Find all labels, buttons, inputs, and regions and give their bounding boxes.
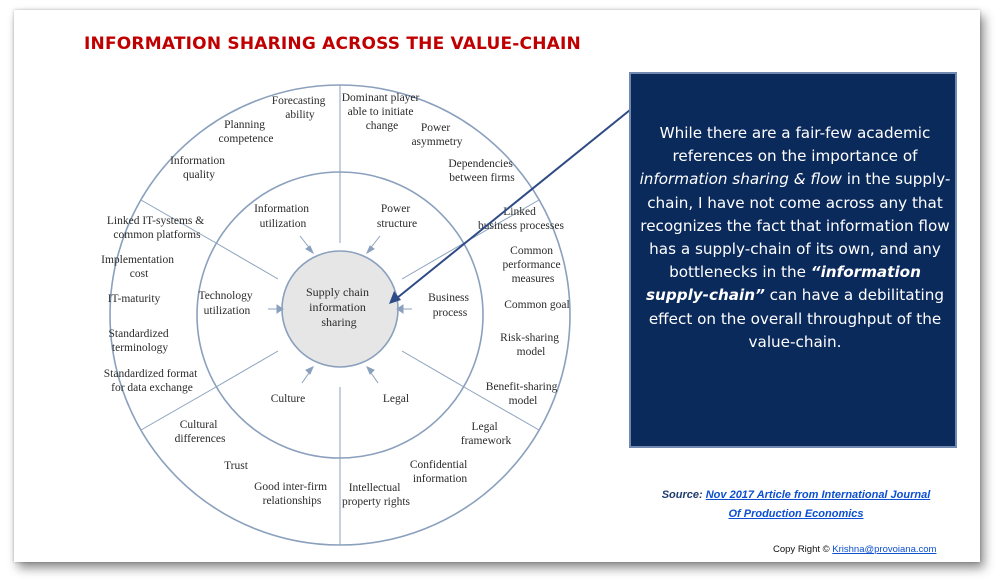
label-dependencies-between-firms: Dependencies between firms — [448, 158, 515, 184]
arrow-from-technology-utilization — [268, 304, 284, 314]
arrow-from-business-process — [396, 304, 412, 314]
pointer-arrow — [389, 109, 631, 304]
source-label: Source: — [661, 489, 703, 501]
divider-upper-right — [463, 199, 540, 244]
callout-box: While there are a fair-few academic refe… — [629, 72, 957, 448]
spoke-lower-right — [401, 350, 465, 388]
arrow-from-culture — [301, 366, 314, 384]
callout-part-2: in the supply-chain, I have not come acr… — [640, 170, 951, 282]
label-legal: Legal — [383, 393, 409, 405]
label-it-maturity: IT-maturity — [108, 293, 161, 305]
label-technology-utilization: Technology utilization — [198, 290, 255, 317]
copyright-email-link[interactable]: Krishna@provoiana.com — [832, 544, 937, 555]
arrow-from-power-structure — [365, 235, 381, 255]
label-cultural-differences: Cultural differences — [175, 419, 226, 445]
label-linked-it-systems: Linked IT-systems & common platforms — [107, 215, 207, 241]
label-power-structure: Power structure — [377, 203, 417, 230]
callout-strong: “information supply-chain” — [645, 263, 921, 305]
callout-emphasis: information sharing & flow — [639, 170, 842, 189]
label-benefit-sharing-model: Benefit-sharing model — [486, 381, 560, 407]
divider-upper-left — [140, 199, 217, 244]
slide-title: INFORMATION SHARING ACROSS THE VALUE-CHA… — [84, 34, 581, 54]
copyright-notice: Copy Right © Krishna@provoiana.com — [773, 544, 936, 555]
arrow-from-information-utilization — [299, 235, 315, 255]
callout-part-1: While there are a fair-few academic refe… — [659, 124, 931, 166]
label-standardized-terminology: Standardized terminology — [109, 328, 172, 354]
label-good-interfirm-relationships: Good inter-firm relationships — [254, 481, 330, 507]
label-forecasting-ability: Forecasting ability — [272, 95, 329, 121]
label-information-utilization: Information utilization — [254, 203, 312, 230]
label-common-performance-measures: Common performance measures — [503, 245, 564, 285]
label-trust: Trust — [224, 460, 249, 472]
divider-lower-left — [140, 386, 217, 431]
label-business-process: Business process — [428, 292, 472, 319]
label-linked-business-processes: Linked business processes — [478, 206, 564, 232]
spoke-upper-left — [215, 242, 279, 280]
callout-text: While there are a fair-few academic refe… — [631, 122, 959, 354]
label-standardized-format: Standardized format for data exchange — [104, 368, 200, 394]
label-risk-sharing-model: Risk-sharing model — [500, 332, 562, 358]
source-link-line-1[interactable]: Nov 2017 Article from International Jour… — [705, 489, 931, 501]
center-label: Supply chain information sharing — [306, 285, 372, 329]
spoke-lower-left — [215, 350, 279, 388]
label-dominant-player: Dominant player able to initiate change — [342, 92, 422, 132]
wheel-rings — [109, 84, 571, 546]
label-common-goal: Common goal — [504, 299, 570, 311]
label-planning-competence: Planning competence — [219, 119, 274, 145]
label-implementation-cost: Implementation cost — [101, 254, 177, 280]
divider-lower-right — [463, 386, 540, 431]
inward-arrows — [268, 235, 412, 384]
source-citation: Source: Nov 2017 Article from Internatio… — [646, 486, 946, 524]
callout-part-3: can have a debilitating effect on the ov… — [648, 286, 945, 351]
copyright-text: Copy Right © — [773, 544, 833, 555]
label-intellectual-property-rights: Intellectual property rights — [342, 482, 411, 508]
arrow-from-legal — [366, 366, 379, 384]
label-power-asymmetry: Power asymmetry — [411, 122, 462, 148]
label-information-quality: Information quality — [170, 155, 228, 181]
source-link-line-2[interactable]: Of Production Economics — [728, 508, 864, 520]
label-confidential-information: Confidential information — [410, 459, 470, 485]
label-culture: Culture — [271, 393, 306, 405]
label-legal-framework: Legal framework — [461, 421, 512, 447]
spoke-upper-right — [401, 242, 465, 280]
